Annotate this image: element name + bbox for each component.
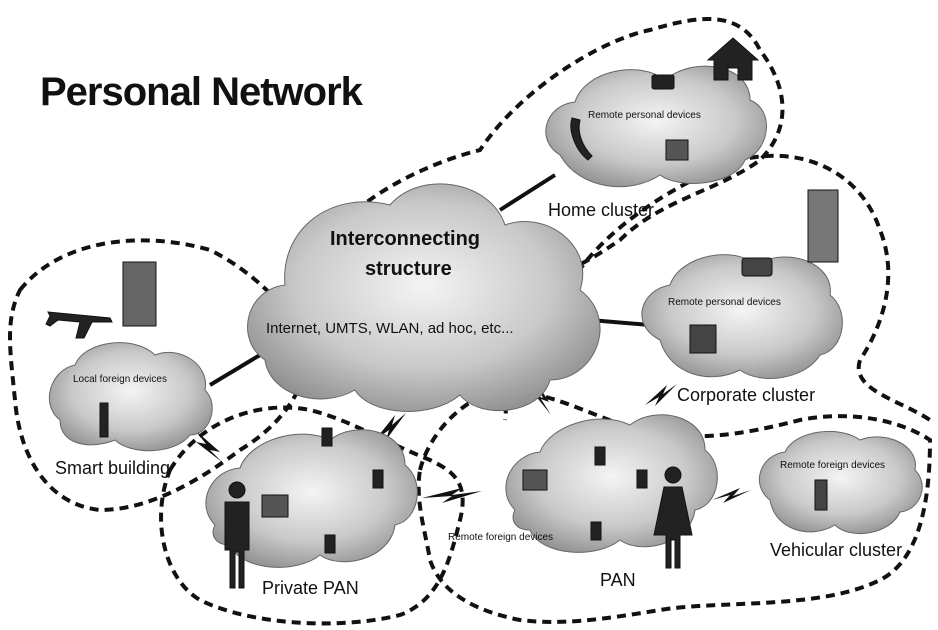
mobile-phone-icon [594,446,606,466]
link-home [498,173,557,212]
tower-building-icon [122,261,157,327]
mobile-phone-icon [636,469,648,489]
woman-head-icon [664,466,682,484]
pan-label: PAN [600,570,636,590]
pan-boundary [416,387,933,624]
corporate-cluster-label: Corporate cluster [677,385,816,405]
vehicle-device-icon [814,479,828,511]
corporate-note: Remote personal devices [668,297,781,308]
wireless-link-icon [422,488,482,503]
private-pan-cloud [205,429,418,568]
corporate-boundary [568,153,932,422]
private-pan-label: Private PAN [262,578,359,598]
interconnecting-cloud [247,183,601,412]
core-title-line1: Interconnecting [330,228,481,250]
wireless-sensor-icon [99,402,109,438]
vehicular-cloud [758,430,923,535]
private-pan-boundary [159,405,465,626]
core-subtitle: Internet, UMTS, WLAN, ad hoc, etc... [266,320,514,337]
wireless-link-icon [195,430,222,462]
airplane-icon [45,311,113,339]
man-icon [224,501,250,589]
vehicular-note: Remote foreign devices [780,460,886,471]
smart-building-label: Smart building [55,458,171,478]
laptop-icon [261,494,289,518]
camera-icon [651,74,675,90]
core-title-line2: structure [365,258,452,280]
home-cluster-label: Home cluster [548,200,655,220]
smart-building-boundary [8,238,309,513]
laptop-icon [522,469,548,491]
smart-building-cloud [48,342,213,452]
mobile-phone-icon [321,427,333,447]
mobile-phone-icon [324,534,336,554]
house-icon [706,37,760,81]
phone-icon [570,117,593,161]
page-title: Personal Network [40,70,363,114]
printer-icon [741,257,773,277]
home-cloud [545,65,767,188]
man-head-icon [228,481,246,499]
link-smart [208,353,262,387]
monitor-icon [665,139,689,161]
office-building-icon [807,189,839,263]
pan-note: Remote foreign devices [448,532,554,543]
smart-building-note: Local foreign devices [73,374,167,385]
copier-icon [689,324,717,354]
wireless-link-icon [712,488,751,503]
vehicular-cluster-label: Vehicular cluster [770,540,903,560]
mobile-phone-icon [590,521,602,541]
home-note: Remote personal devices [588,110,701,121]
mobile-phone-icon [372,469,384,489]
woman-icon [653,486,693,569]
link-corporate [589,318,651,327]
wireless-link-icon [645,384,677,406]
wireless-link-icon [375,413,406,440]
